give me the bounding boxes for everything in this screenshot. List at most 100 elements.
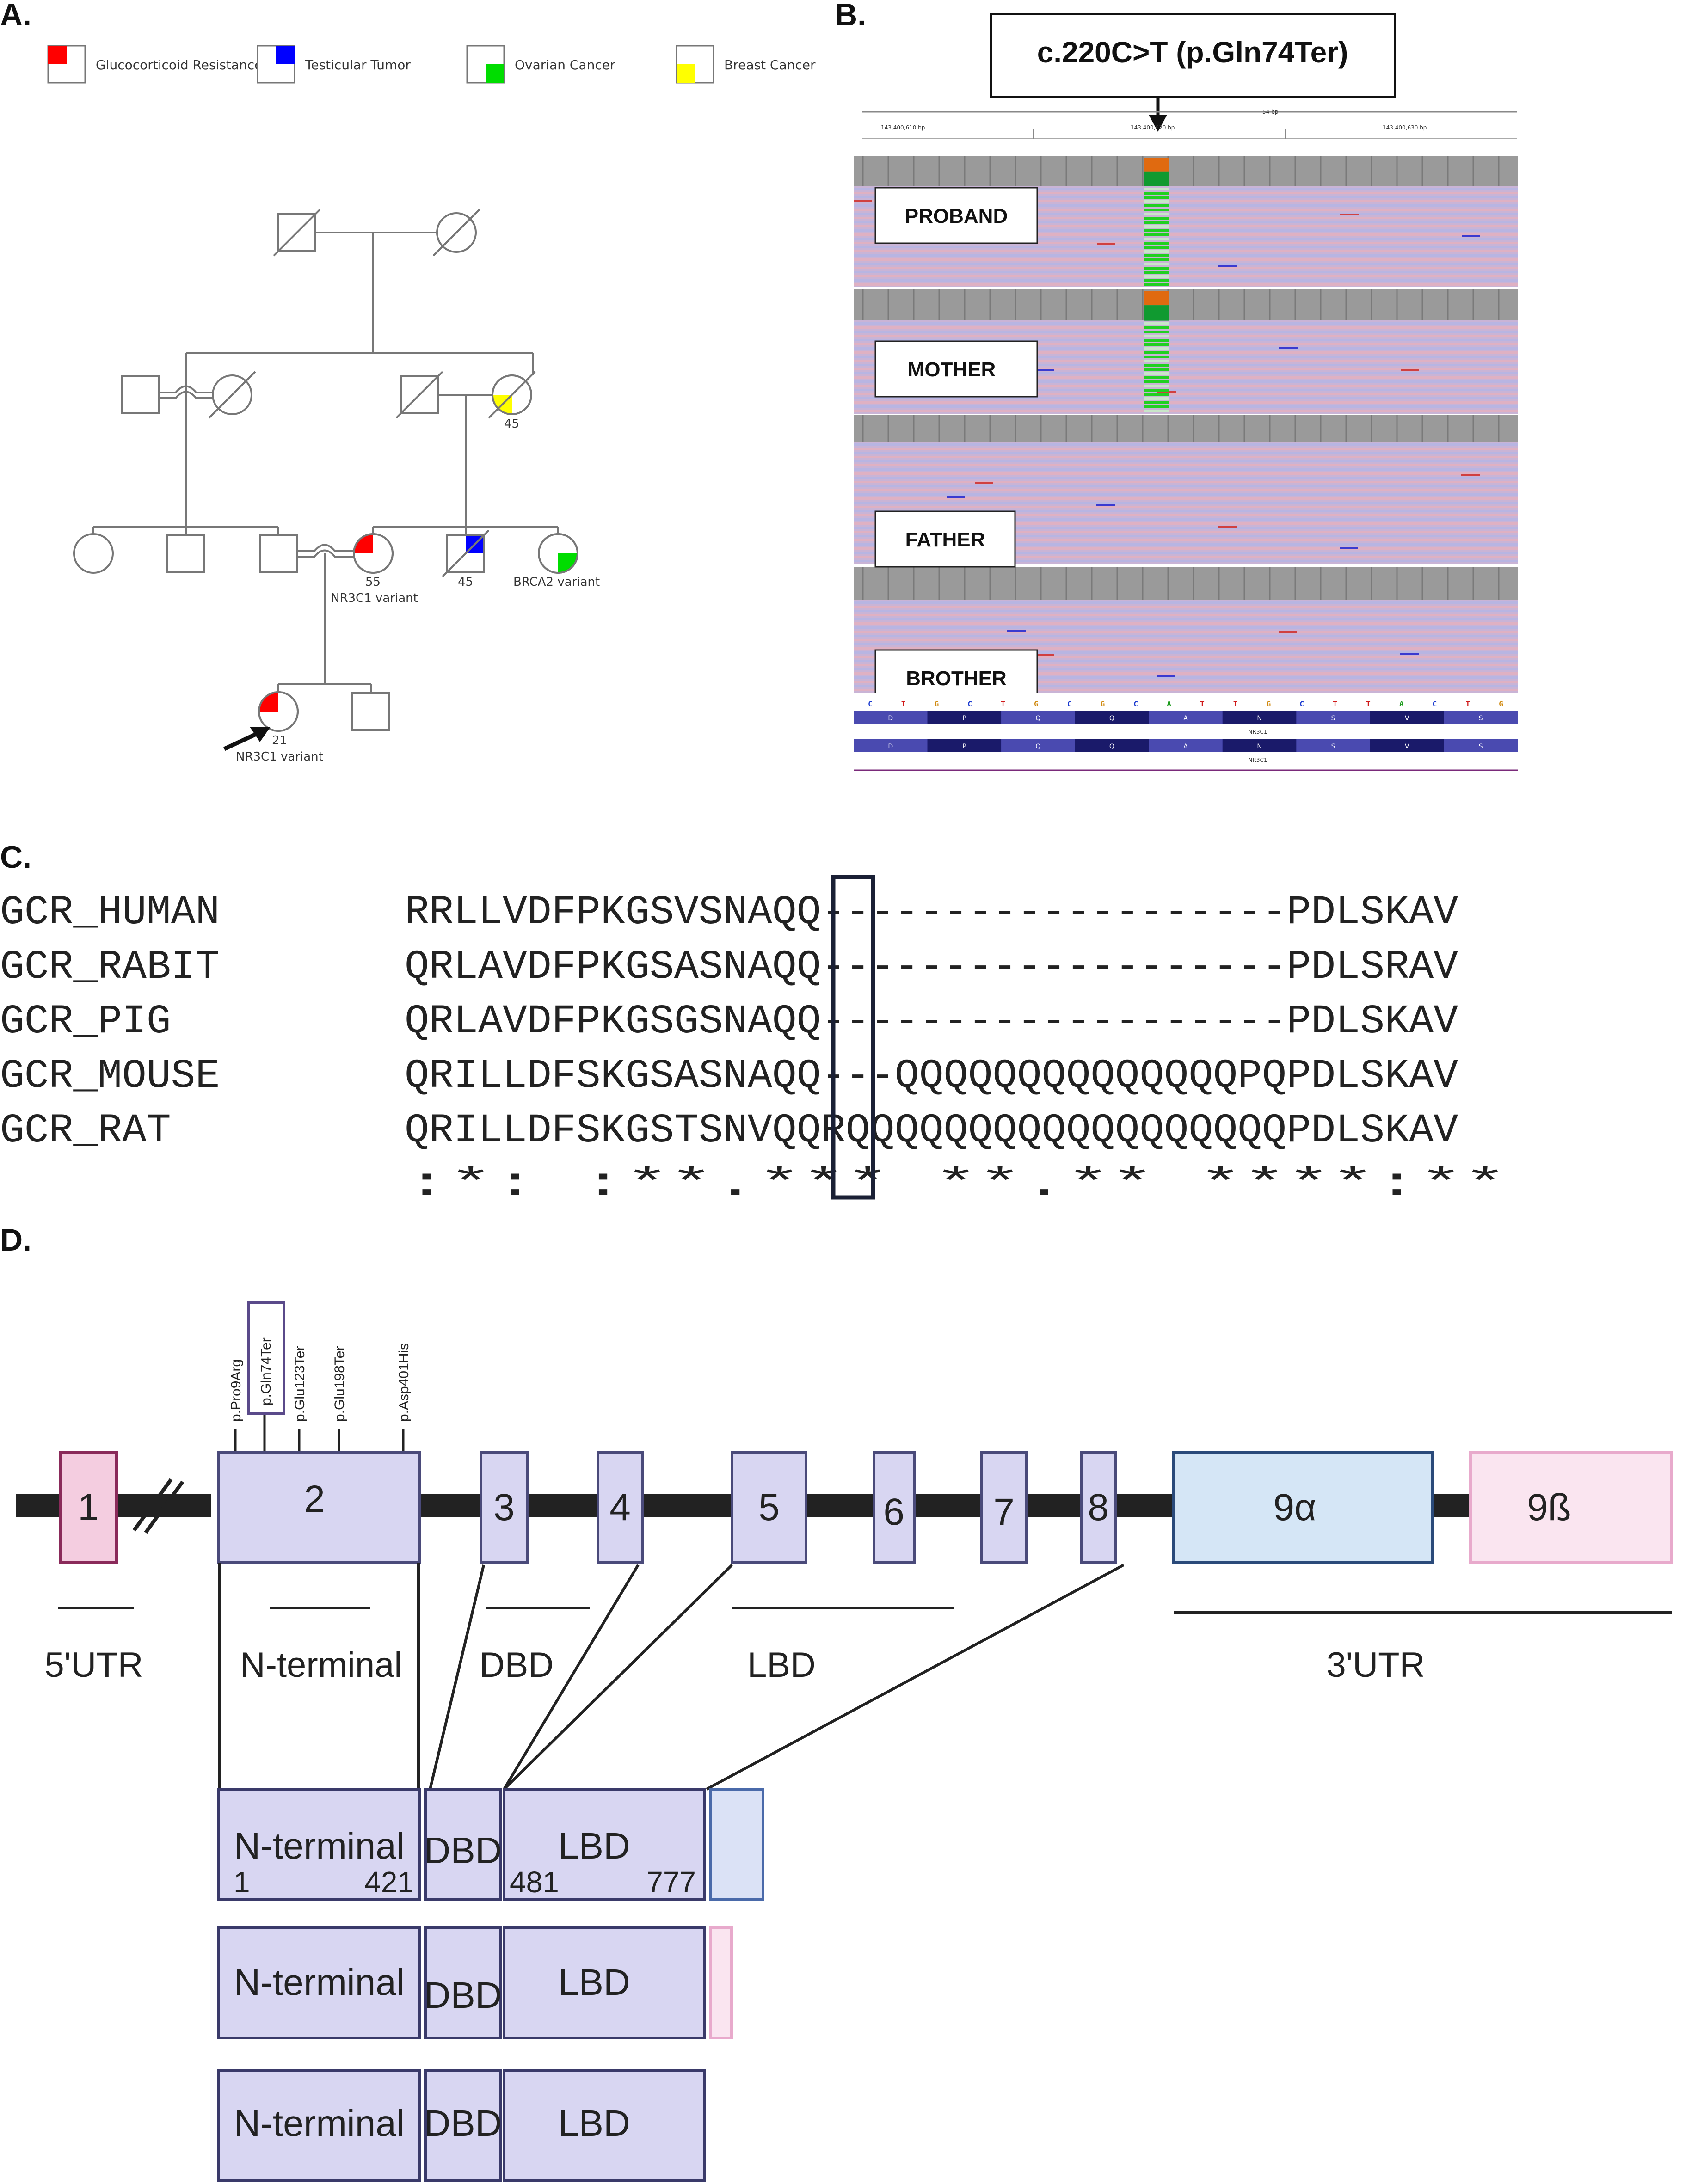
region-label-5utr: 5'UTR [45, 1645, 143, 1685]
exon-5 [731, 1451, 807, 1564]
pedigree-annotations: 45 55 NR3C1 variant 45 BRCA2 variant 21 … [236, 417, 600, 764]
variant-coverage-alt [1144, 291, 1169, 306]
alignment-species-name: GCR_RAT [0, 1108, 171, 1154]
coverage-track [854, 415, 1518, 442]
region-label-lbd: LBD [747, 1645, 816, 1685]
isoform-domain-label: N-terminal [234, 2103, 405, 2144]
exon-9b [1469, 1451, 1673, 1564]
region-label-dbd: DBD [480, 1645, 554, 1685]
sequence-alignment: GCR_HUMAN RRLLVDFPKGSVSNAQQ--------------… [0, 890, 1507, 1208]
alignment-sequence: QRILLDFSKGSASNAQQ---QQQQQQQQQQQQQQPQPDLS… [405, 1054, 1458, 1099]
residue-number: 481 [510, 1865, 559, 1899]
residue-number: 777 [646, 1865, 696, 1899]
sequence-base: C [868, 699, 873, 708]
sequence-base: T [1465, 699, 1470, 708]
isoform-domain-label: LBD [558, 1962, 630, 2003]
exon-labels: 1 2 3 4 5 6 7 8 9α 9ß [78, 1478, 1571, 1533]
variant-coverage-ref [1144, 305, 1169, 321]
alignment-sequence: QRLAVDFPKGSGSNAQQ-------------------PDLS… [405, 999, 1458, 1045]
amino-acid: Q [1035, 715, 1040, 722]
gen3-father [259, 534, 298, 573]
variant-label: p.Asp401His [396, 1343, 412, 1422]
exon-label: 2 [304, 1478, 325, 1520]
ruler-tick: 143,400,610 bp [881, 124, 925, 131]
alignment-sequence: QRILLDFSKGSTSNVQQRQQQQQQQQQQQQQQQQQQPDLS… [405, 1108, 1458, 1154]
isoform-domain-label: DBD [424, 2103, 502, 2144]
sequence-base: T [901, 699, 906, 708]
exon-boxes [59, 1451, 1673, 1564]
exon-7 [980, 1451, 1028, 1564]
isoform-domain-label: LBD [558, 2103, 630, 2144]
sequence-base: T [1233, 699, 1238, 708]
region-label-3utr: 3'UTR [1327, 1645, 1425, 1685]
sequence-base: G [1499, 699, 1503, 708]
variant-label: p.Gln74Ter [258, 1337, 274, 1405]
exon-8 [1080, 1451, 1117, 1564]
panel-c-letter: C. [0, 840, 31, 875]
exon-label: 7 [993, 1491, 1015, 1533]
sequence-base: T [1001, 699, 1005, 708]
gene-label: NR3C1 [1249, 757, 1267, 763]
sequence-base: A [1167, 699, 1171, 708]
exon-label: 8 [1088, 1486, 1109, 1528]
exon-1 [59, 1451, 118, 1564]
variant-ticks: p.Pro9Arg p.Gln74Ter p.Glu123Ter p.Glu19… [228, 1301, 412, 1452]
proband-arrow [223, 727, 271, 751]
ruler-tick: 143,400,630 bp [1383, 124, 1427, 131]
pedigree-chart [73, 209, 578, 732]
variant-label: p.Glu123Ter [292, 1346, 308, 1422]
igv-ruler: 54 bp 143,400,610 bp 143,400,620 bp 143,… [862, 109, 1517, 139]
coverage-track [854, 156, 1518, 186]
exon-9a [1172, 1451, 1434, 1564]
alignment-species-name: GCR_HUMAN [0, 890, 220, 936]
amino-acid: N [1257, 743, 1261, 750]
gene-label: NR3C1 [1249, 729, 1267, 735]
track-label-father: FATHER [905, 528, 985, 551]
amino-acid: S [1331, 743, 1335, 750]
track-label-mother: MOTHER [908, 358, 996, 381]
isoform-domain-label: LBD [558, 1825, 630, 1866]
track-label-brother: BROTHER [906, 667, 1007, 690]
amino-acid: P [962, 715, 966, 722]
exon-3 [480, 1451, 529, 1564]
legend-label: Breast Cancer [724, 57, 816, 73]
amino-acid: S [1479, 715, 1483, 722]
panel-a-letter: A. [0, 0, 31, 32]
panel-d-letter: D. [0, 1222, 31, 1258]
cousin-variant: BRCA2 variant [513, 575, 600, 589]
variant-callout: c.220C>T (p.Gln74Ter) [990, 13, 1396, 132]
variant-coverage-alt [1144, 158, 1169, 172]
panel-b-letter: B. [835, 0, 866, 32]
variant-coverage-ref [1144, 171, 1169, 186]
isoform-labels: N-terminal DBD LBD 1 421 481 777 N-termi… [234, 1825, 696, 2144]
exon-label: 4 [609, 1486, 631, 1528]
igv-read-tracks [854, 156, 1518, 693]
exon-label: 9ß [1527, 1486, 1571, 1528]
gen3-cousin-left [73, 533, 114, 574]
alignment-sequence: QRLAVDFPKGSASNAQQ-------------------PDLS… [405, 945, 1458, 990]
sequence-base: C [1067, 699, 1072, 708]
exon-label: 6 [883, 1491, 904, 1533]
proband-age: 21 [272, 734, 287, 748]
sequence-base: T [1366, 699, 1371, 708]
legend-testicular-tumor: Testicular Tumor [257, 45, 411, 84]
amino-acid: S [1479, 743, 1483, 750]
mapping-lines [218, 1563, 1125, 1791]
sequence-base: C [967, 699, 972, 708]
sequence-base: G [935, 699, 939, 708]
amino-acid: P [962, 743, 966, 750]
sequence-base: G [1101, 699, 1105, 708]
exon-4 [597, 1451, 644, 1564]
isoform-beta [217, 1926, 733, 2039]
alignment-species-name: GCR_PIG [0, 999, 171, 1045]
exon-6 [873, 1451, 916, 1564]
amino-acid: Q [1109, 743, 1114, 750]
amino-acid: V [1405, 715, 1409, 722]
alignment-sequence: RRLLVDFPKGSVSNAQQ-------------------PDLS… [405, 890, 1458, 936]
mother-age: 55 [365, 575, 381, 589]
sequence-base: G [1267, 699, 1271, 708]
exon-label: 3 [493, 1486, 515, 1528]
amino-acid: N [1257, 715, 1261, 722]
amino-acid: S [1331, 715, 1335, 722]
